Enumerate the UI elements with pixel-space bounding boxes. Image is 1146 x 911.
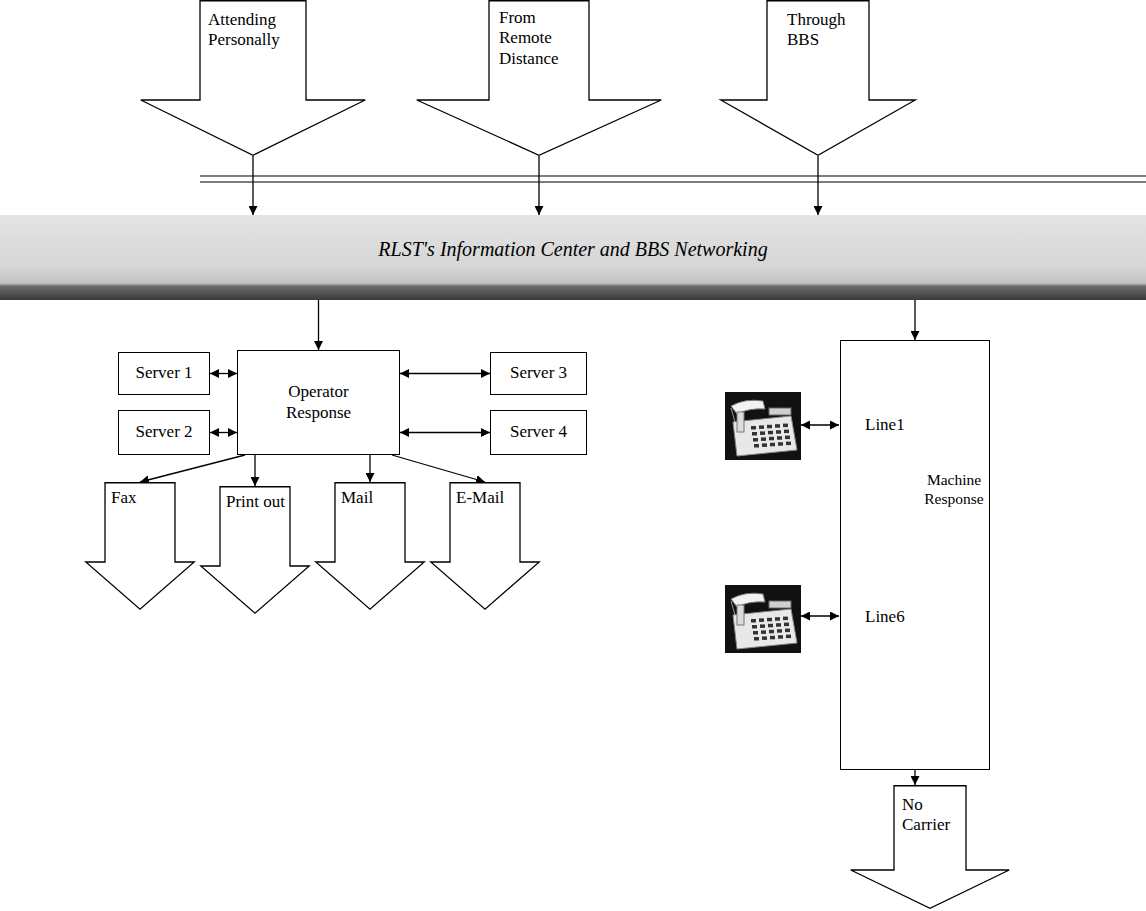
connector-arrow [392, 455, 485, 482]
connector-arrow [140, 455, 245, 482]
arrow-shape: E-Mail [430, 482, 540, 610]
node-label: No Carrier [902, 795, 962, 836]
process-box: Server 1 [118, 352, 210, 395]
telephone-icon [725, 585, 801, 653]
telephone-icons [725, 392, 801, 653]
arrow-outline [416, 0, 662, 156]
node-label: Server 2 [135, 422, 192, 442]
arrow-shape: No Carrier [850, 785, 1010, 909]
process-box: Operator Response [237, 350, 400, 455]
node-label: Server 1 [135, 363, 192, 383]
phone-link [801, 615, 839, 616]
line-links [801, 425, 839, 616]
node-label: RLST's Information Center and BBS Networ… [0, 237, 1146, 261]
arrow-outline [201, 487, 310, 614]
node-label: Attending Personally [208, 10, 302, 51]
machine-box: Line1Machine ResponseLine6 [840, 340, 990, 770]
arrow-shape: Attending Personally [140, 0, 366, 156]
node-label: From Remote Distance [499, 8, 585, 69]
arrow-shape: Print out [200, 486, 310, 614]
network-band: RLST's Information Center and BBS Networ… [0, 215, 1146, 300]
connector-arrow [210, 373, 237, 374]
arrow-outline [316, 483, 425, 610]
phone-link [801, 424, 839, 425]
process-box: Server 2 [118, 410, 210, 455]
node-label: Server 4 [510, 422, 567, 442]
arrow-outline [417, 1, 662, 156]
telephone-icon [725, 392, 801, 460]
arrow-outline [431, 483, 540, 610]
node-label: Print out [226, 492, 286, 512]
arrow-outline [721, 1, 916, 156]
connector-arrow [817, 156, 818, 215]
arrow-outline [851, 786, 1010, 909]
node-text: Machine Response [919, 471, 989, 508]
connector-arrow [369, 455, 370, 482]
node-label: Through BBS [787, 10, 865, 51]
connector-arrow [318, 300, 319, 350]
connector-arrow [400, 432, 490, 433]
connector-arrow [210, 432, 237, 433]
node-label: Operator Response [271, 382, 366, 423]
connector-arrow [400, 373, 490, 374]
node-text: Line6 [865, 607, 905, 627]
process-box: Server 3 [490, 352, 587, 395]
arrow-outline [850, 785, 1010, 909]
arrow-outline [85, 482, 195, 610]
node-label: Server 3 [510, 363, 567, 383]
node-label: Mail [341, 488, 401, 508]
process-box: Server 4 [490, 410, 587, 455]
arrow-shape: Fax [85, 482, 195, 610]
node-label: E-Mail [456, 488, 516, 508]
node-text: Line1 [865, 415, 905, 435]
arrow-shape: From Remote Distance [416, 0, 662, 156]
arrow-shape: Through BBS [720, 0, 916, 156]
connector-arrow [914, 300, 915, 340]
arrow-shape: Mail [315, 482, 425, 610]
connector-arrow [252, 156, 253, 215]
arrow-outline [86, 483, 195, 610]
connector-arrow [538, 156, 539, 215]
connector-arrow [254, 455, 255, 486]
double-rule [200, 176, 1146, 182]
connector-arrow [914, 770, 915, 785]
arrow-outline [141, 1, 366, 156]
node-label: Fax [111, 488, 171, 508]
